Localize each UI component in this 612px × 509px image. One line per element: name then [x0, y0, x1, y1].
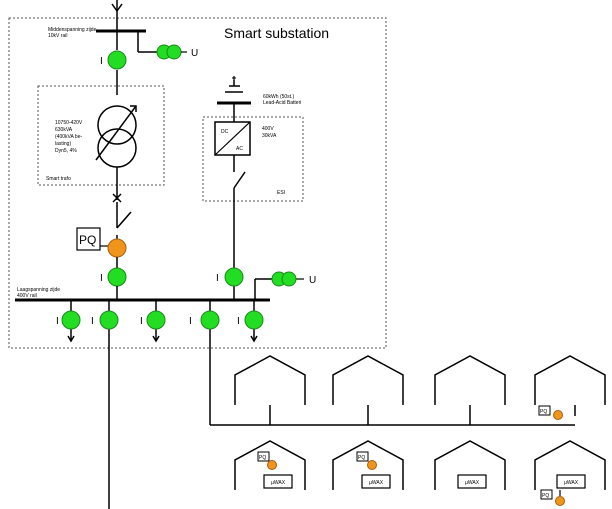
feeder-1-label: I	[56, 316, 59, 327]
lv-voltage-meter-b	[281, 271, 297, 287]
feeder-1-current-meter	[61, 310, 81, 330]
house-pq-label: PQ	[542, 493, 549, 499]
house-pq-box	[540, 489, 553, 500]
feeder-5-label: I	[237, 316, 240, 327]
mv-section	[96, 0, 158, 95]
battery-symbol	[217, 76, 251, 122]
feeder-4-label: I	[189, 316, 192, 327]
house-pq-sensor	[367, 460, 377, 470]
trafo-spec-2: 630kVA	[55, 127, 73, 133]
converter-diagonal	[214, 121, 251, 156]
converter-dc: DC	[221, 129, 229, 135]
substation-title: Smart substation	[224, 25, 329, 41]
esi-current-label: I	[216, 273, 219, 284]
lv-rail-label-2: 400V rail	[17, 293, 37, 299]
esi-spec-2: 30kVA	[262, 133, 277, 139]
substation-pq-box	[76, 227, 101, 251]
house-meter-box	[263, 474, 293, 489]
esi-current-meter	[224, 267, 244, 287]
house-pq-box	[257, 451, 270, 462]
house	[332, 440, 404, 490]
trafo-spec-1: 10750-420V	[55, 120, 83, 126]
mv-current-meter	[107, 50, 127, 70]
substation-pq-sensor	[107, 238, 127, 258]
house-pq-label: PQ	[540, 409, 547, 415]
esi-box	[202, 116, 304, 202]
lv-voltage-label: U	[309, 275, 316, 286]
house	[332, 355, 404, 425]
house-meter-box	[361, 474, 391, 489]
esi-spec-1: 400V	[262, 126, 274, 132]
house-pq-sensor	[555, 496, 565, 506]
feeder-2-current-meter	[99, 310, 119, 330]
house-meter-label: µWAX	[465, 480, 480, 486]
house-pq-label: PQ	[259, 455, 266, 461]
house-meter-label: µWAX	[369, 480, 384, 486]
house-meter-box	[556, 474, 586, 489]
house	[534, 355, 606, 416]
transformer-symbol	[95, 105, 137, 240]
house	[234, 355, 306, 425]
house-pq-label: PQ	[358, 455, 365, 461]
house	[434, 355, 506, 425]
house-pq-box	[538, 405, 551, 416]
smart-trafo-box	[37, 85, 165, 186]
battery-spec-1: 60kWh (50st.)	[263, 94, 294, 100]
feeder-2-label: I	[91, 316, 94, 327]
converter-ac: AC	[236, 146, 243, 152]
trafo-spec-5: Dyn5, 4%	[55, 148, 77, 154]
mv-rail-label-2: 10kV rail	[48, 33, 67, 39]
feeder-3-label: I	[140, 316, 143, 327]
esi-name: ESI	[277, 190, 285, 196]
feeder-5-current-meter	[244, 310, 264, 330]
substation-boundary	[8, 17, 387, 349]
mv-voltage-meter-b	[166, 44, 182, 60]
house	[234, 440, 306, 490]
feeder-3-current-meter	[146, 310, 166, 330]
trafo-lv-current-label: I	[100, 273, 103, 284]
house-meter-box	[457, 474, 487, 489]
house-pq-box	[356, 451, 369, 462]
house	[434, 440, 506, 490]
mv-voltage-label: U	[191, 48, 198, 59]
house-pq-sensor	[553, 410, 563, 420]
lv-rail-label-1: Laagspanning zijde	[17, 287, 60, 293]
house-pq-sensor	[267, 460, 277, 470]
trafo-spec-4: lasting)	[55, 141, 71, 147]
esi-feed	[233, 155, 304, 299]
substation-pq-label: PQ	[79, 233, 96, 247]
house-meter-label: µWAX	[271, 480, 286, 486]
mv-rail-label-1: Middenspanning zijde	[48, 27, 97, 33]
trafo-spec-3: (400kVA be-	[55, 134, 82, 140]
battery-spec-2: Lead-Acid Batteri	[263, 100, 301, 106]
trafo-lv-current-meter	[107, 267, 127, 287]
mv-current-label: I	[100, 56, 103, 67]
house	[534, 440, 606, 490]
lv-feeders	[67, 300, 575, 509]
house-meter-label: µWAX	[564, 480, 579, 486]
trafo-name: Smart trafo	[46, 176, 71, 182]
feeder-4-current-meter	[200, 310, 220, 330]
